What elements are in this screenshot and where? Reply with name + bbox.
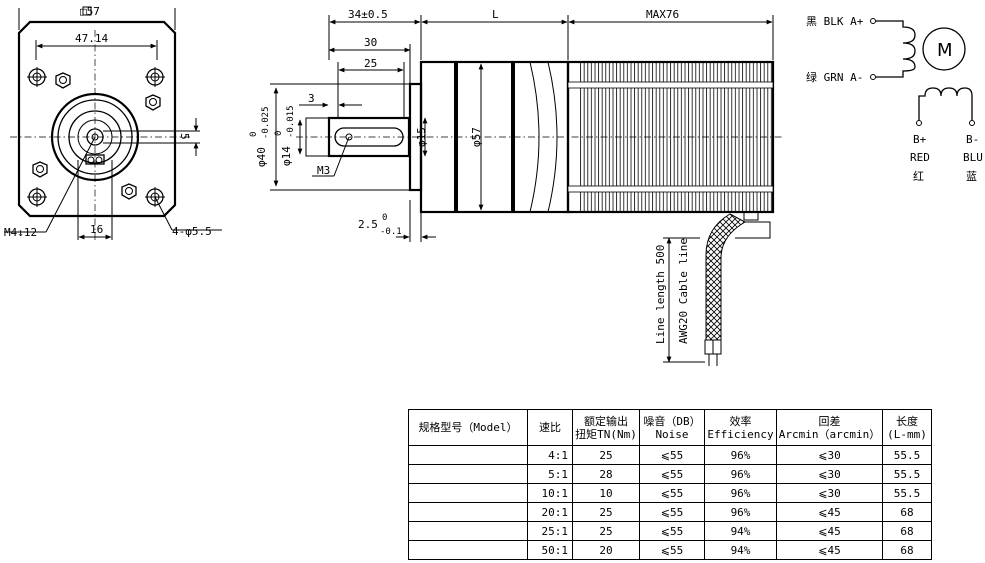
mounting-hole [27,187,47,207]
shaft-dia-tol-top: 0 [274,131,284,136]
hex-nut-icon [32,161,48,178]
flange-outline [17,20,177,218]
red-en-label: RED [910,151,930,164]
header-torque: 额定输出扭矩TN(Nm) [572,409,640,446]
shaft-length-label: 30 [364,36,377,49]
header-ratio: 速比 [527,409,573,446]
wire-blk-label: 黑 BLK A+ [806,15,864,28]
key-length-label: 25 [364,57,377,70]
blu-cn-label: 蓝 [966,170,977,183]
mounting-hole [27,67,47,87]
square-dim-label: □57 [80,5,100,18]
cable-type-label: AWG20 Cable line [677,238,690,344]
pilot-dia-tol-top: 0 [249,132,259,137]
hex-nut-icon [55,72,71,89]
key-width-label: 5 [178,133,191,140]
hex-nut-icon [121,183,137,200]
holes-label: 4-φ5.5 [172,225,212,238]
dia57-label: φ57 [470,127,483,147]
motor-symbol-label: M [937,40,953,61]
table-header-row: 规格型号（Model） 速比 额定输出扭矩TN(Nm) 噪音（DB）Noise … [408,409,932,446]
body-length-label: L [492,8,499,21]
shaft-dia-tol-bottom: -0.015 [286,105,296,138]
red-cn-label: 红 [913,170,924,183]
pilot-dia-tol-bottom: -0.025 [261,106,271,139]
blu-en-label: BLU [963,151,983,164]
thread-label: M4↓12 [4,226,37,239]
motor-length-label: MAX76 [646,8,679,21]
motor-symbol-icon [922,27,966,71]
b-plus-label: B+ [913,133,927,146]
step-tol-bottom: -0.1 [380,227,402,237]
square-symbol-icon [82,6,92,16]
header-noise: 噪音（DB）Noise [639,409,705,446]
step-tol-top: 0 [382,213,387,223]
step-label: 2.5 [358,218,378,231]
hex-nut-icon [145,94,161,111]
m3-label: M3 [317,164,330,177]
header-length: 长度(L-mm) [882,409,932,446]
boss-dim-label: 16 [90,223,103,236]
wiring-diagram: 黑 BLK A+ 绿 GRN A- M B+ B- RED BLU 红 蓝 [806,15,983,183]
flange-length-label: 34±0.5 [348,8,388,21]
mounting-hole [145,67,165,87]
shaft-dia-label: φ14 [280,146,293,166]
side-view: 34±0.5 L MAX76 30 25 3 M3 φ40 [249,8,784,366]
key-offset-label: 3 [308,92,315,105]
front-view: □57 47.14 [4,5,222,240]
spec-table: 规格型号（Model） 速比 额定输出扭矩TN(Nm) 噪音（DB）Noise … [408,409,932,560]
width-dim-label: 47.14 [75,32,108,45]
wire-grn-label: 绿 GRN A- [806,70,863,84]
header-model: 规格型号（Model） [408,409,528,446]
pilot-dia-label: φ40 [255,147,268,167]
line-length-label: Line length 500 [654,245,667,344]
b-minus-label: B- [966,133,979,146]
